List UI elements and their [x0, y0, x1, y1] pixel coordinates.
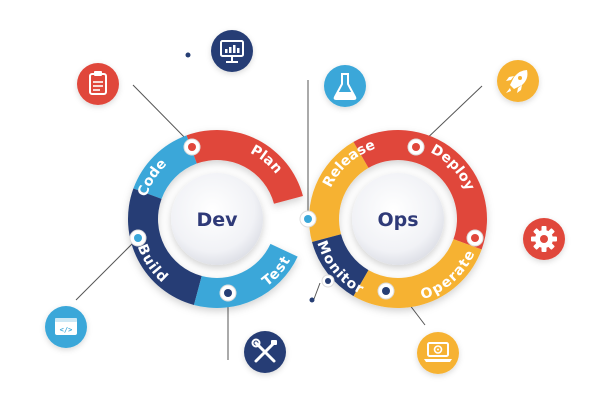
hub-ops: Ops: [352, 173, 444, 265]
code-window-icon: </>: [45, 306, 87, 348]
ring-node: [129, 229, 147, 247]
hub-dev-label: Dev: [196, 209, 238, 231]
connector-lines: [75, 80, 483, 360]
ring-segment-deploy: [353, 130, 487, 250]
ring-node: [321, 274, 335, 288]
dot-marker: [309, 297, 315, 303]
ring-nodes: [129, 138, 484, 302]
tools-icon: [244, 331, 286, 373]
ring-node: [407, 138, 425, 156]
svg-text:</>: </>: [60, 326, 73, 334]
ring-segment-plan: [186, 130, 303, 204]
ring-node: [466, 229, 484, 247]
ring-segment-build: [127, 188, 202, 305]
ring-segment-release: [309, 141, 369, 243]
ring-node: [377, 282, 395, 300]
gear-icon: [523, 218, 565, 260]
dot-marker: [185, 52, 191, 58]
hub-dev: Dev: [171, 173, 263, 265]
connector-line: [313, 282, 321, 300]
monitor-icon: [211, 30, 253, 72]
connector-line: [132, 84, 193, 146]
laptop-gear-icon: [417, 332, 459, 374]
ring-node: [299, 210, 317, 228]
rocket-icon: [497, 60, 539, 102]
clipboard-icon: [77, 63, 119, 105]
connector-line: [75, 240, 136, 301]
flask-icon: [324, 65, 366, 107]
connector-line: [419, 85, 483, 146]
ring-segments: [127, 130, 487, 309]
ring-node: [183, 138, 201, 156]
ring-segment-code: [133, 135, 197, 199]
ring-segment-monitor: [312, 234, 369, 297]
hub-ops-label: Ops: [377, 209, 418, 231]
ring-node: [219, 284, 237, 302]
